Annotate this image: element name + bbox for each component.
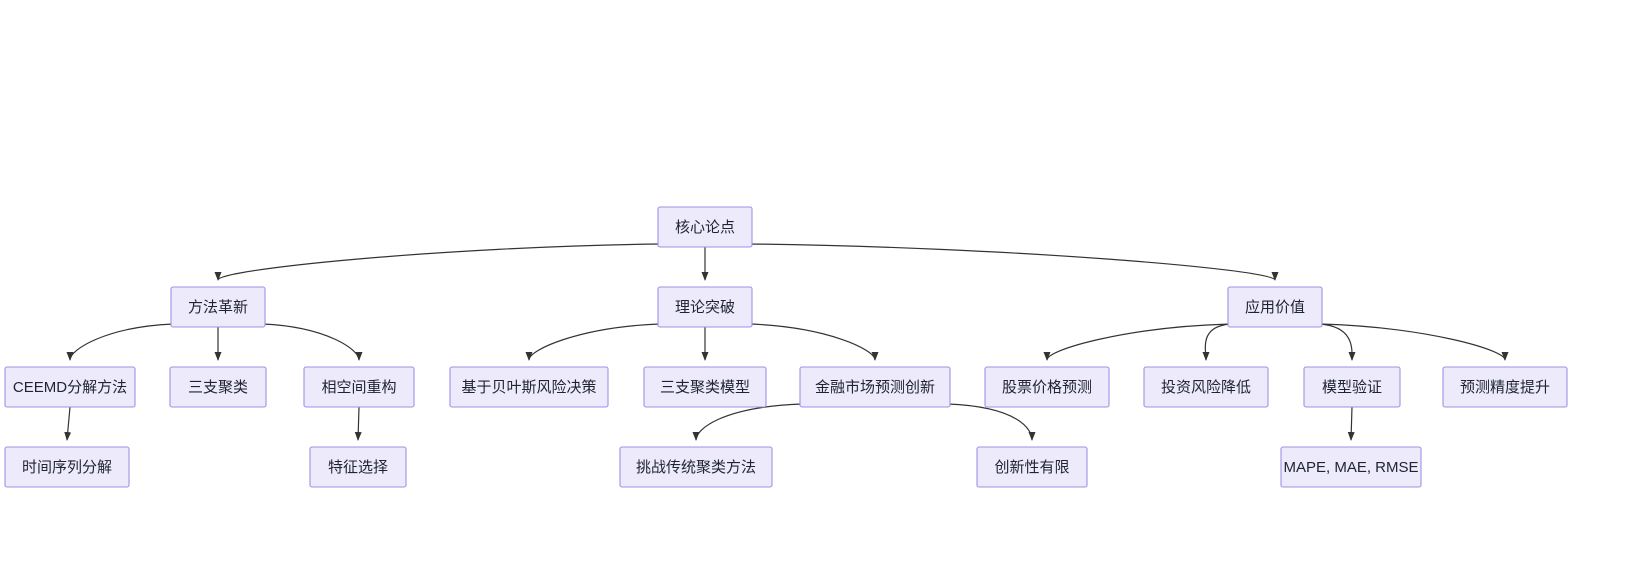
node-accuracy[interactable]: 预测精度提升	[1442, 366, 1568, 408]
node-bayes[interactable]: 基于贝叶斯风险决策	[449, 366, 609, 408]
edge-application-to-validate	[1319, 323, 1356, 361]
node-limited[interactable]: 创新性有限	[976, 446, 1088, 488]
node-theory[interactable]: 理论突破	[657, 286, 753, 328]
node-label-metrics: MAPE, MAE, RMSE	[1283, 459, 1418, 476]
edge-root-to-method	[214, 243, 661, 281]
node-label-limited: 创新性有限	[994, 459, 1069, 476]
edge-ceemd-to-tsdecomp	[64, 406, 72, 441]
node-box-theory[interactable]	[657, 286, 753, 328]
node-method[interactable]: 方法革新	[170, 286, 266, 328]
edge-application-to-risk	[1202, 323, 1231, 361]
node-label-tsdecomp: 时间序列分解	[22, 459, 112, 476]
node-tsdecomp[interactable]: 时间序列分解	[4, 446, 130, 488]
node-validate[interactable]: 模型验证	[1303, 366, 1401, 408]
node-box-challenge[interactable]	[619, 446, 773, 488]
node-box-threemodel[interactable]	[643, 366, 767, 408]
node-box-threeway[interactable]	[169, 366, 267, 408]
node-box-method[interactable]	[170, 286, 266, 328]
edge-root-to-application	[749, 243, 1279, 281]
node-label-threeway: 三支聚类	[188, 379, 248, 396]
node-box-finance[interactable]	[799, 366, 951, 408]
node-label-threemodel: 三支聚类模型	[660, 379, 750, 396]
node-box-feature[interactable]	[309, 446, 407, 488]
node-root[interactable]: 核心论点	[657, 206, 753, 248]
edge-theory-to-finance	[749, 323, 879, 361]
node-label-accuracy: 预测精度提升	[1460, 379, 1550, 396]
node-challenge[interactable]: 挑战传统聚类方法	[619, 446, 773, 488]
node-box-bayes[interactable]	[449, 366, 609, 408]
edge-finance-to-challenge	[692, 403, 803, 441]
node-risk[interactable]: 投资风险降低	[1143, 366, 1269, 408]
node-feature[interactable]: 特征选择	[309, 446, 407, 488]
node-box-stock[interactable]	[984, 366, 1110, 408]
edge-validate-to-metrics	[1347, 406, 1355, 441]
edges-layer	[64, 243, 1509, 441]
edge-method-to-phase	[262, 323, 363, 361]
node-box-accuracy[interactable]	[1442, 366, 1568, 408]
node-box-tsdecomp[interactable]	[4, 446, 130, 488]
node-ceemd[interactable]: CEEMD分解方法	[4, 366, 136, 408]
node-threemodel[interactable]: 三支聚类模型	[643, 366, 767, 408]
node-label-ceemd: CEEMD分解方法	[13, 379, 127, 396]
edge-finance-to-limited	[947, 403, 1036, 441]
node-label-theory: 理论突破	[675, 299, 735, 316]
edge-application-to-accuracy	[1319, 323, 1509, 361]
node-label-bayes: 基于贝叶斯风险决策	[461, 379, 596, 396]
node-box-ceemd[interactable]	[4, 366, 136, 408]
node-box-risk[interactable]	[1143, 366, 1269, 408]
node-box-phase[interactable]	[303, 366, 415, 408]
node-stock[interactable]: 股票价格预测	[984, 366, 1110, 408]
edge-theory-to-bayes	[525, 323, 661, 361]
node-label-feature: 特征选择	[328, 459, 388, 476]
edge-application-to-stock	[1043, 323, 1231, 361]
node-label-validate: 模型验证	[1322, 379, 1382, 396]
node-label-risk: 投资风险降低	[1161, 379, 1251, 396]
node-label-phase: 相空间重构	[321, 379, 396, 396]
node-application[interactable]: 应用价值	[1227, 286, 1323, 328]
node-label-root: 核心论点	[675, 219, 735, 236]
node-box-metrics[interactable]	[1280, 446, 1422, 488]
node-label-application: 应用价值	[1245, 298, 1305, 316]
edge-phase-to-feature	[354, 406, 362, 441]
node-phase[interactable]: 相空间重构	[303, 366, 415, 408]
node-label-finance: 金融市场预测创新	[815, 379, 935, 396]
node-box-application[interactable]	[1227, 286, 1323, 328]
edge-method-to-ceemd	[66, 323, 174, 361]
node-label-method: 方法革新	[188, 299, 248, 316]
node-threeway[interactable]: 三支聚类	[169, 366, 267, 408]
node-finance[interactable]: 金融市场预测创新	[799, 366, 951, 408]
node-label-challenge: 挑战传统聚类方法	[636, 459, 756, 476]
node-label-stock: 股票价格预测	[1002, 379, 1092, 396]
node-box-limited[interactable]	[976, 446, 1088, 488]
node-box-validate[interactable]	[1303, 366, 1401, 408]
node-box-root[interactable]	[657, 206, 753, 248]
node-metrics[interactable]: MAPE, MAE, RMSE	[1280, 446, 1422, 488]
